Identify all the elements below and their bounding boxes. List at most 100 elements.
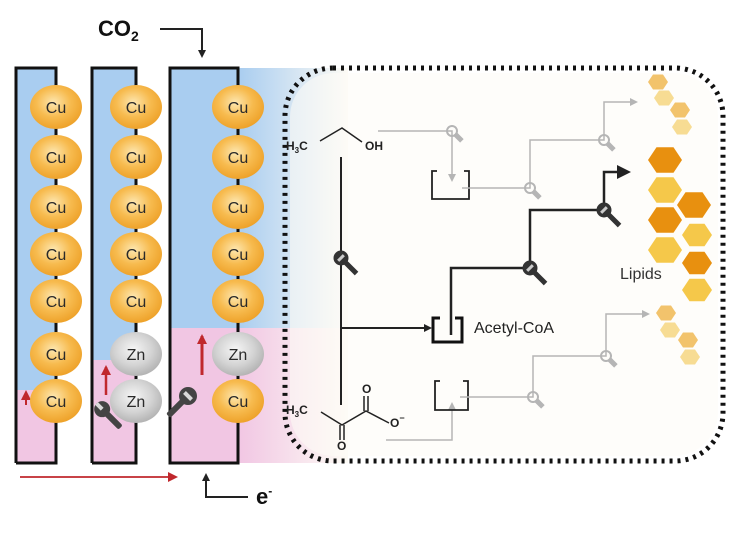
ethanol-oh: OH [365, 139, 383, 153]
cell-interior [290, 73, 718, 456]
minor-lipid-hexagon [654, 90, 674, 106]
enzyme-icon-gray [524, 182, 542, 200]
enzyme-icon-main [333, 250, 359, 276]
copper-bead [110, 85, 162, 129]
minor-lipid-hexagon [678, 332, 698, 348]
minor-lipid-hexagon [648, 74, 668, 90]
enzyme-icon-branch-1 [522, 260, 548, 286]
copper-bead-label: Cu [46, 394, 66, 411]
metal-beads: CuCuCuCuCuCuCuCuCuCuCuCuZnZnCuCuCuCuCuZn… [30, 85, 264, 423]
electron-label: e- [256, 484, 272, 509]
co2-label: CO2 [98, 16, 139, 44]
copper-bead [212, 232, 264, 276]
cell-boundary [282, 65, 726, 464]
pyruvate-backbone [320, 410, 390, 426]
pyruvate-branch-arrow [386, 402, 456, 441]
copper-bead-label: Cu [46, 100, 66, 117]
lipid-hexagon [677, 192, 711, 218]
electrode-3-enzyme-icon [166, 387, 197, 418]
copper-bead [30, 135, 82, 179]
copper-bead [212, 85, 264, 129]
lipid-synthesis-pathway [449, 165, 631, 335]
ethanol-bonds [319, 127, 363, 143]
copper-bead [212, 135, 264, 179]
ethanol-intermediate-box [431, 170, 470, 200]
copper-bead [212, 279, 264, 323]
copper-bead [30, 379, 82, 423]
pyruvate-ch3: H3C [286, 403, 308, 419]
minor-lipid-hexagon [672, 119, 692, 135]
copper-bead-label: Cu [46, 150, 66, 167]
copper-bead [30, 185, 82, 229]
copper-bead [110, 232, 162, 276]
copper-bead [110, 279, 162, 323]
pyruvate-molecule: H3C O O O− [286, 382, 405, 453]
ethanol-branch-arrow [378, 130, 456, 182]
minor-lipid-hexagon [670, 102, 690, 118]
copper-bead-label: Cu [228, 150, 248, 167]
electrode-2-outline [90, 66, 138, 465]
copper-bead-label: Cu [46, 200, 66, 217]
lipid-hexagon [682, 223, 712, 247]
lipid-hexagon [648, 207, 682, 233]
zinc-bead-label: Zn [127, 394, 146, 411]
copper-bead [110, 185, 162, 229]
pyruvate-o-top: O [362, 382, 371, 396]
electrode-3-outline [168, 66, 240, 465]
copper-bead-label: Cu [228, 100, 248, 117]
enzyme-icon-gray [527, 391, 545, 409]
copper-bead [30, 279, 82, 323]
copper-bead [212, 185, 264, 229]
copper-bead-label: Cu [46, 247, 66, 264]
minor-lipid-hexagon [660, 322, 680, 338]
lipid-hexagons [648, 74, 712, 365]
acetyl-coa-box [431, 316, 464, 344]
pyruvate-o-minus: O− [390, 413, 405, 430]
enzyme-icon-branch-2 [596, 202, 622, 228]
enzyme-icon-gray [446, 125, 464, 143]
zinc-bead [110, 379, 162, 423]
zinc-bead-label: Zn [229, 347, 248, 364]
copper-bead [110, 135, 162, 179]
ethanol-molecule: H3C OH [286, 127, 383, 155]
enzyme-icon-gray [600, 350, 618, 368]
electron-input-arrow [202, 473, 248, 498]
lipid-hexagon [682, 251, 712, 275]
zinc-bead-label: Zn [127, 347, 146, 364]
minor-lipid-hexagon [656, 305, 676, 321]
lower-gray-pathway [460, 310, 650, 398]
acetyl-coa-label: Acetyl-CoA [474, 320, 554, 337]
copper-bead-label: Cu [126, 100, 146, 117]
pyruvate-intermediate-box [434, 380, 469, 411]
copper-bead [212, 379, 264, 423]
electrode-1-outline [14, 66, 58, 465]
zinc-bead [212, 332, 264, 376]
electrode-2-enzyme-icon [94, 401, 122, 429]
zinc-bead [110, 332, 162, 376]
copper-bead-label: Cu [46, 294, 66, 311]
co2-input-arrow [160, 28, 206, 58]
lipid-hexagon [648, 177, 682, 203]
copper-bead [30, 332, 82, 376]
copper-bead [30, 232, 82, 276]
lipid-hexagon [648, 147, 682, 173]
copper-bead-label: Cu [126, 200, 146, 217]
copper-bead-label: Cu [46, 347, 66, 364]
lipid-hexagon [648, 237, 682, 263]
copper-bead-label: Cu [228, 294, 248, 311]
enzyme-icon-gray [598, 134, 616, 152]
copper-bead-label: Cu [126, 294, 146, 311]
copper-bead-label: Cu [228, 200, 248, 217]
copper-bead-label: Cu [228, 394, 248, 411]
minor-lipid-hexagon [680, 349, 700, 365]
copper-bead-label: Cu [126, 247, 146, 264]
copper-bead [30, 85, 82, 129]
lipid-hexagon [682, 278, 712, 302]
ethanol-ch3: H3C [286, 139, 308, 155]
pyruvate-o-bottom: O [337, 439, 346, 453]
enzyme-icons [333, 125, 622, 409]
upper-gray-pathway [462, 98, 638, 189]
copper-bead-label: Cu [126, 150, 146, 167]
lipids-label: Lipids [620, 266, 662, 283]
